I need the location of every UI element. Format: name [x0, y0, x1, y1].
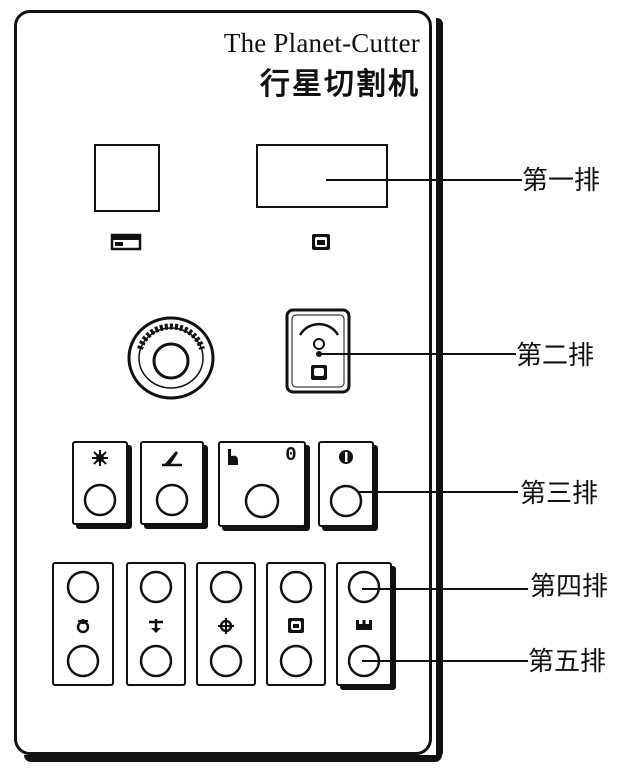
- row-label-2: 第二排: [516, 341, 595, 371]
- window-icon: [110, 233, 142, 251]
- row4-button-2[interactable]: [139, 570, 173, 604]
- display-left: [94, 144, 160, 212]
- row5-button-1[interactable]: [66, 644, 100, 678]
- cutting-icon: [155, 451, 189, 517]
- leader-line-row4: [362, 588, 528, 590]
- row-label-3: 第三排: [520, 479, 599, 509]
- row5-button-3[interactable]: [209, 644, 243, 678]
- pot-icon: [288, 618, 304, 633]
- row45-column-heater: [336, 562, 392, 686]
- panel-shadow-bottom: [24, 755, 442, 762]
- row-label-1: 第一排: [522, 166, 601, 196]
- row4-button-3[interactable]: [209, 570, 243, 604]
- row-label-5: 第五排: [528, 647, 607, 677]
- row5-button-4[interactable]: [279, 644, 313, 678]
- row45-column-gear: [196, 562, 256, 686]
- row4-button-1[interactable]: [66, 570, 100, 604]
- row3-button-manual[interactable]: 0: [218, 441, 306, 527]
- display-right: [256, 144, 388, 208]
- info-icon: [329, 450, 363, 518]
- leader-line-row1: [326, 179, 522, 181]
- gear-icon: [218, 618, 234, 634]
- row45-column-power: [52, 562, 114, 686]
- row-label-4: 第四排: [530, 572, 609, 602]
- heater-icon: [356, 620, 372, 630]
- row3-button-info[interactable]: [318, 441, 374, 527]
- spindle-icon: [83, 450, 117, 517]
- panel-shadow-right: [436, 18, 443, 758]
- leader-line-row5: [362, 660, 528, 662]
- row4-button-4[interactable]: [279, 570, 313, 604]
- row45-column-pot: [266, 562, 326, 686]
- power-icon: [76, 619, 90, 634]
- row3-button-spindle[interactable]: [72, 441, 128, 525]
- row3-manual-digit: 0: [285, 444, 297, 466]
- emergency-stop-button[interactable]: [126, 315, 216, 401]
- panel-title-chinese: 行星切割机: [260, 68, 420, 101]
- feed-icon: [149, 619, 163, 633]
- manual-icon: [228, 449, 280, 519]
- panel-title-english: The Planet-Cutter: [223, 28, 420, 58]
- row45-column-feed: [126, 562, 186, 686]
- leader-dot-row2: [316, 351, 322, 357]
- leader-line-row2: [320, 353, 516, 355]
- row4-button-5[interactable]: [347, 570, 381, 604]
- pot-icon: [310, 232, 332, 252]
- row5-button-2[interactable]: [139, 644, 173, 678]
- row3-button-cutting[interactable]: [140, 441, 204, 525]
- leader-line-row3: [358, 491, 518, 493]
